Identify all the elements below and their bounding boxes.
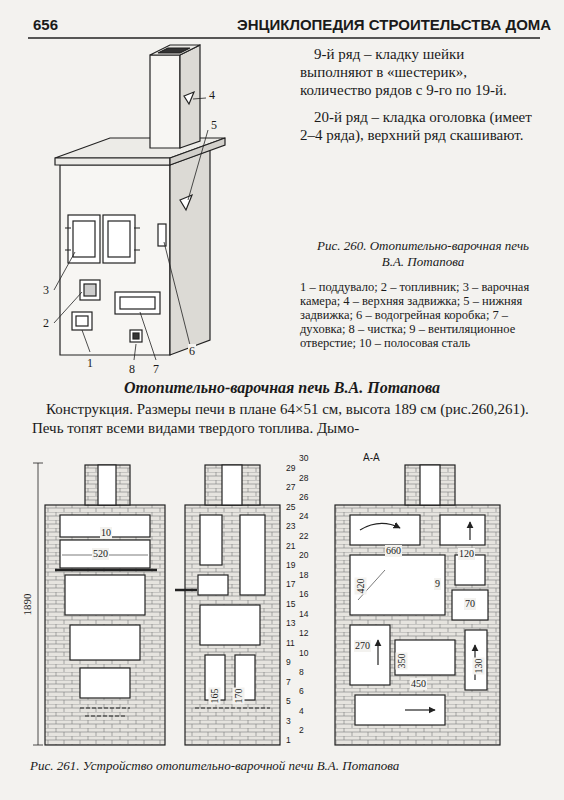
row-number: 8 bbox=[298, 668, 305, 677]
row-number: 6 bbox=[298, 687, 305, 696]
callout-number: 7 bbox=[152, 362, 160, 376]
section-a-a bbox=[335, 465, 500, 745]
row-number: 12 bbox=[298, 629, 309, 638]
dimension: 1890 bbox=[21, 593, 34, 617]
row-number: 17 bbox=[285, 580, 296, 589]
dimension: 9 bbox=[434, 578, 441, 590]
figure-caption: Рис. 261. Устройство отопительно-варочно… bbox=[30, 758, 534, 774]
row-number: 18 bbox=[298, 571, 309, 580]
page-number: 656 bbox=[32, 16, 59, 34]
dimension: 170 bbox=[233, 688, 245, 705]
row-number: 3 bbox=[285, 717, 292, 726]
row-number: 9 bbox=[285, 658, 292, 667]
callout-number: 2 bbox=[42, 316, 50, 330]
dimension: 420 bbox=[355, 578, 367, 595]
row-number: 4 bbox=[298, 707, 305, 716]
figure-caption: Рис. 260. Отопительно-варочная печь В.А.… bbox=[308, 238, 538, 269]
callout-number: 5 bbox=[210, 118, 218, 132]
row-number: 20 bbox=[298, 551, 309, 560]
dimension: 520 bbox=[92, 548, 109, 560]
row-number: 24 bbox=[298, 512, 309, 521]
row-number: 10 bbox=[298, 649, 309, 658]
row-number: 13 bbox=[285, 619, 296, 628]
row-number: 16 bbox=[298, 590, 309, 599]
figure-key: 1 – поддувало; 2 – топливник; 3 – варочн… bbox=[300, 280, 545, 350]
callout-number: 4 bbox=[208, 88, 216, 102]
body-text: Конструкция. Размеры печи в плане 64×51 … bbox=[32, 400, 537, 438]
dimension: 350 bbox=[396, 653, 408, 670]
callout-number: 3 bbox=[42, 283, 50, 297]
stove-perspective bbox=[55, 45, 225, 355]
dimension: 10 bbox=[100, 527, 112, 539]
row-number: 21 bbox=[285, 542, 296, 551]
section-mark: А-А bbox=[362, 452, 381, 464]
dimension: 70 bbox=[464, 598, 476, 610]
header-rule bbox=[28, 37, 540, 39]
side-section bbox=[175, 465, 280, 745]
row-number: 19 bbox=[285, 561, 296, 570]
running-head: ЭНЦИКЛОПЕДИЯ СТРОИТЕЛЬСТВА ДОМА bbox=[236, 16, 552, 34]
row-number: 23 bbox=[285, 522, 296, 531]
dimension: 450 bbox=[410, 678, 427, 690]
row-number: 30 bbox=[298, 454, 309, 463]
row-number: 26 bbox=[298, 493, 309, 502]
row-number: 29 bbox=[285, 464, 296, 473]
section-heading: Отопительно-варочная печь В.А. Потапова bbox=[20, 378, 544, 397]
dimension: 660 bbox=[385, 545, 402, 557]
callout-number: 6 bbox=[188, 344, 196, 358]
leader-lines bbox=[54, 98, 208, 360]
row-number: 2 bbox=[298, 726, 305, 735]
row-number: 1 bbox=[285, 736, 292, 745]
row-number: 5 bbox=[285, 697, 292, 706]
dimension: 270 bbox=[354, 640, 371, 652]
body-text: 9-й ряд – кладку шейки выполняют в «шест… bbox=[300, 45, 540, 99]
row-number: 22 bbox=[298, 532, 309, 541]
row-number: 27 bbox=[285, 483, 296, 492]
row-number: 15 bbox=[285, 600, 296, 609]
callout-number: 1 bbox=[86, 356, 94, 370]
row-number: 11 bbox=[285, 639, 296, 648]
row-number: 28 bbox=[298, 474, 309, 483]
front-section bbox=[33, 463, 165, 745]
row-number: 25 bbox=[285, 503, 296, 512]
row-number: 14 bbox=[298, 610, 309, 619]
row-number: 7 bbox=[285, 678, 292, 687]
dimension: 130 bbox=[473, 658, 485, 675]
callout-number: 8 bbox=[128, 362, 136, 376]
dimension: 120 bbox=[458, 548, 475, 560]
body-text: 20-й ряд – кладка оголовка (имеет 2–4 ря… bbox=[300, 108, 540, 144]
dimension: 165 bbox=[209, 688, 221, 705]
